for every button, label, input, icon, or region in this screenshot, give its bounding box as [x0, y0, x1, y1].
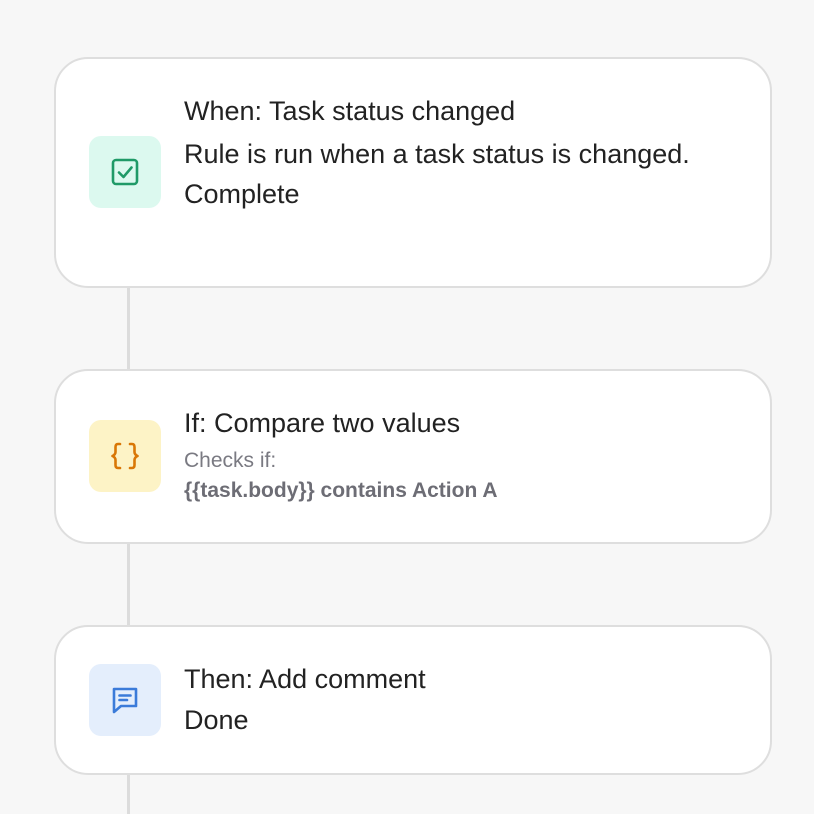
- action-value: Done: [184, 705, 249, 735]
- action-title: Then: Add comment: [184, 664, 426, 694]
- condition-expression: {{task.body}} contains Action A: [184, 479, 498, 502]
- flow-connector: [127, 286, 130, 370]
- condition-card-body: If: Compare two values Checks if: {{task…: [184, 406, 740, 506]
- trigger-title: When: Task status changed: [184, 96, 516, 126]
- trigger-description: Rule is run when a task status is change…: [184, 139, 690, 169]
- trigger-value: Complete: [184, 179, 300, 209]
- action-card[interactable]: Then: Add comment Done: [54, 625, 772, 775]
- flow-connector: [127, 774, 130, 814]
- flow-connector: [127, 542, 130, 626]
- trigger-card-body: When: Task status changed Rule is run wh…: [184, 94, 740, 214]
- action-card-body: Then: Add comment Done: [184, 662, 740, 740]
- action-icon-tile: [89, 664, 161, 736]
- condition-title: If: Compare two values: [184, 408, 461, 438]
- condition-card[interactable]: If: Compare two values Checks if: {{task…: [54, 369, 772, 544]
- comment-icon: [112, 687, 138, 714]
- condition-icon-tile: [89, 420, 161, 492]
- checkbox-icon: [111, 158, 139, 186]
- trigger-icon-tile: [89, 136, 161, 208]
- braces-icon: [111, 442, 139, 470]
- condition-checks-label: Checks if:: [184, 449, 277, 472]
- trigger-card[interactable]: When: Task status changed Rule is run wh…: [54, 57, 772, 288]
